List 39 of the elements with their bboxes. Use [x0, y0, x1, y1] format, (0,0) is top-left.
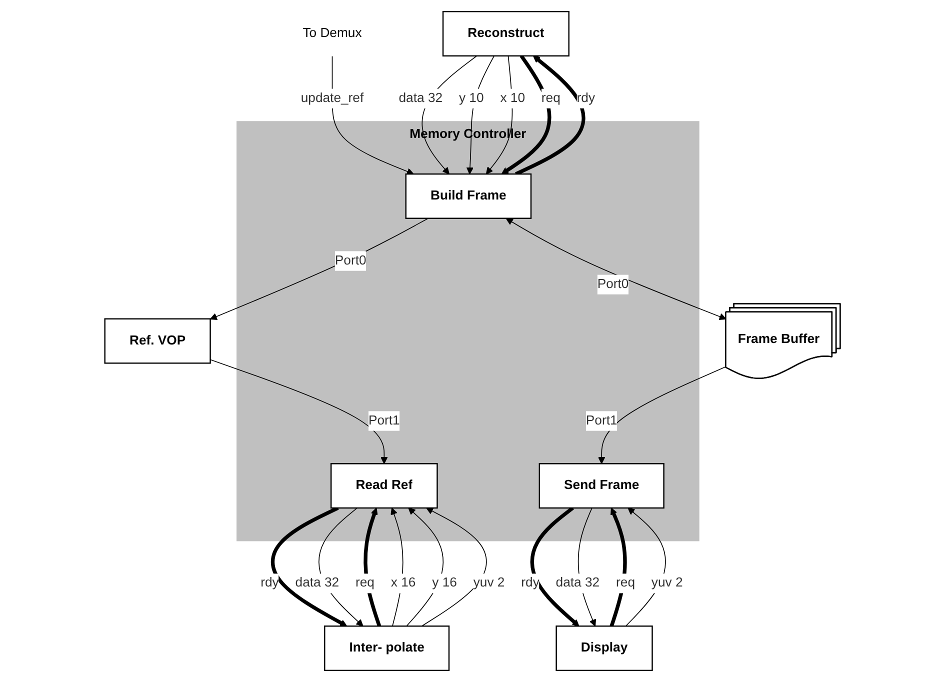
arrow: [364, 508, 382, 627]
node-box: Build Frame: [405, 173, 532, 219]
edge-label: data 32: [295, 576, 340, 590]
node-text: To Demux: [302, 26, 362, 40]
edge-label: x 16: [390, 576, 416, 590]
node-box: Read Ref: [330, 463, 438, 509]
arrow: [530, 506, 580, 626]
edge-label: req: [356, 576, 374, 590]
edge-label: Port1: [586, 414, 618, 428]
edge-label: x 10: [500, 91, 526, 106]
arrow: [210, 359, 388, 464]
edge-label: Port1: [368, 414, 400, 428]
node-box: Inter- polate: [324, 626, 450, 672]
node-box: Send Frame: [538, 463, 664, 509]
edge-label: yuv 2: [473, 576, 505, 590]
arrow: [515, 56, 586, 176]
edge-label: Port0: [334, 254, 366, 268]
edge-label: rdy: [260, 576, 279, 590]
edge-label: y 10: [458, 91, 484, 106]
edge-label: req: [616, 576, 635, 590]
edge-label: data 32: [398, 91, 443, 106]
edge-label: yuv 2: [651, 576, 683, 590]
arrow: [501, 54, 552, 174]
arrow: [421, 508, 487, 627]
arrow: [210, 218, 429, 320]
edge-label: y 16: [432, 576, 457, 590]
arrow: [598, 366, 726, 464]
arrow: [506, 218, 726, 320]
edge-label: rdy: [576, 91, 596, 106]
node-box: Ref. VOP: [104, 318, 211, 364]
edge-label: req: [541, 91, 560, 106]
arrow: [610, 508, 627, 627]
edge-label: rdy: [521, 576, 540, 590]
edge-label: data 32: [556, 576, 600, 590]
node-box: Reconstruct: [442, 10, 570, 56]
arrow: [270, 506, 348, 626]
edge-label: Port0: [597, 277, 629, 292]
edge-label: update_ref: [300, 91, 364, 106]
node-box: Display: [556, 626, 653, 672]
